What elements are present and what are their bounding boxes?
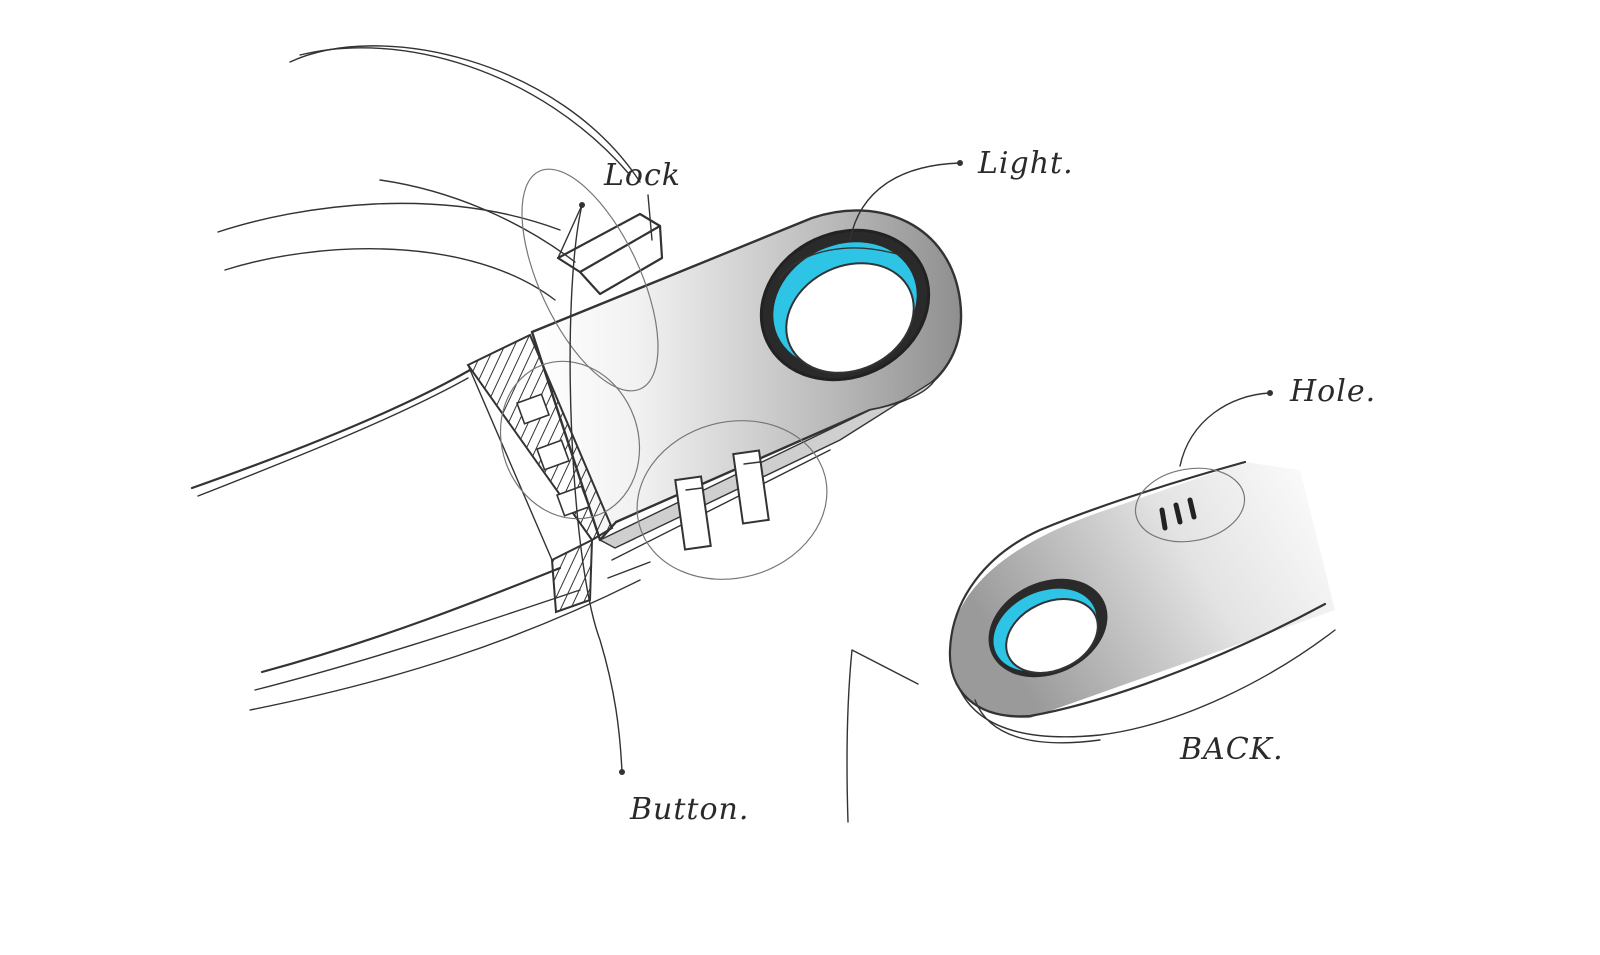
sketch-mark xyxy=(846,649,919,823)
label-back: BACK. xyxy=(1180,732,1284,767)
label-button: Button. xyxy=(630,792,750,827)
label-hole: Hole. xyxy=(1290,374,1377,409)
label-light: Light. xyxy=(978,146,1074,181)
leader-lines xyxy=(569,160,1273,775)
device-back xyxy=(948,460,1336,744)
device-body xyxy=(466,168,963,614)
label-lock: Lock xyxy=(604,158,681,193)
strap-front xyxy=(190,45,641,711)
